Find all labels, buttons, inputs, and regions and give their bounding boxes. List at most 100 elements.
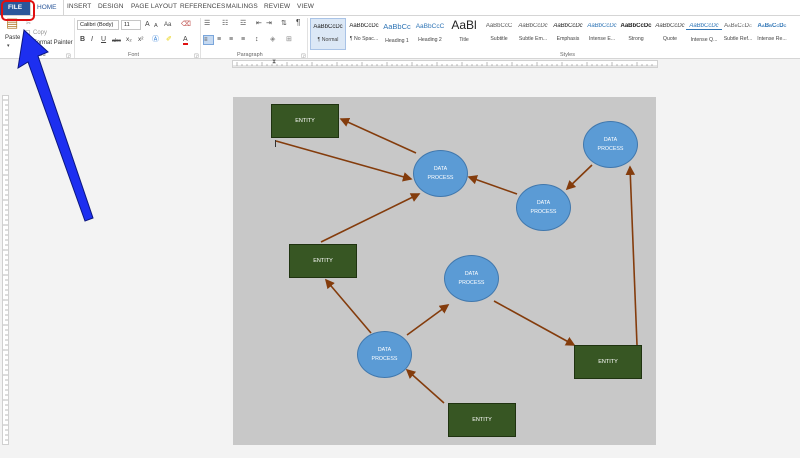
underline-button[interactable]: U	[101, 36, 107, 43]
strikethrough-button[interactable]: abc	[112, 38, 121, 44]
shrink-font-icon[interactable]: A	[154, 23, 158, 29]
horizontal-ruler[interactable]: ⧗	[232, 59, 658, 68]
entity-box[interactable]: ENTITY	[289, 244, 357, 278]
style-heading-1[interactable]: AaBbCc Heading 1	[379, 18, 415, 50]
borders-icon[interactable]: ⊞	[286, 36, 292, 43]
style-name: Strong	[628, 36, 644, 42]
format-painter-button[interactable]: Format Painter	[33, 40, 73, 46]
ribbon-tab-bar: FILE HOME INSERT DESIGN PAGE LAYOUT REFE…	[0, 0, 800, 15]
vertical-ruler[interactable]	[2, 95, 9, 445]
increase-indent-icon[interactable]: ⇥	[266, 20, 272, 27]
style-strong[interactable]: AaBbCcDc Strong	[618, 18, 654, 50]
cut-icon[interactable]: ✂	[26, 21, 32, 27]
multilevel-list-icon[interactable]: ☲	[240, 20, 247, 27]
style-name: Heading 1	[385, 38, 409, 44]
italic-button[interactable]: I	[91, 36, 93, 43]
entity-box[interactable]: ENTITY	[574, 345, 642, 379]
tab-home[interactable]: HOME	[30, 0, 64, 15]
style-name: Subtle Em...	[518, 36, 548, 42]
grow-font-icon[interactable]: A	[145, 21, 150, 28]
tab-view[interactable]: VIEW	[297, 3, 315, 10]
style-quote[interactable]: AaBbCcDc Quote	[652, 18, 688, 50]
style-name: Subtle Ref...	[723, 36, 753, 42]
process-circle[interactable]: DATA PROCESS	[583, 121, 638, 168]
flow-arrow	[565, 164, 593, 191]
entity-box[interactable]: ENTITY	[271, 104, 339, 138]
tab-design[interactable]: DESIGN	[98, 3, 124, 10]
highlight-color-icon[interactable]: ✐	[166, 36, 172, 43]
line-spacing-icon[interactable]: ↕	[255, 36, 259, 43]
style-name: Subtitle	[490, 36, 508, 42]
decrease-indent-icon[interactable]: ⇤	[256, 20, 262, 27]
indent-marker-icon[interactable]: ⧗	[272, 59, 277, 65]
font-color-button[interactable]: A	[183, 36, 188, 45]
style-subtle-emphasis[interactable]: AaBbCcDc Subtle Em...	[515, 18, 551, 50]
flow-arrow	[405, 368, 445, 404]
style-sample: AaBbCcC	[415, 23, 445, 30]
style-emphasis[interactable]: AaBbCcDc Emphasis	[550, 18, 586, 50]
process-circle[interactable]: DATA PROCESS	[516, 184, 571, 231]
styles-group-label: Styles	[560, 52, 575, 58]
shading-icon[interactable]: ◈	[270, 36, 276, 43]
tab-mailings[interactable]: MAILINGS	[226, 3, 258, 10]
style-sample: AaBbCcDc	[587, 23, 617, 29]
superscript-button[interactable]: x²	[138, 36, 144, 43]
style-intense-emphasis[interactable]: AaBbCcDc Intense E...	[584, 18, 620, 50]
text-cursor	[275, 140, 276, 147]
style-name: Intense E...	[588, 36, 616, 42]
style-name: Heading 2	[418, 37, 442, 43]
ribbon-home: ▤ Paste ▾ ✂ ❐ Copy ✎ Format Painter Clip…	[0, 15, 800, 59]
paragraph-dialog-launcher-icon[interactable]: ◲	[301, 53, 306, 59]
sort-icon[interactable]: ⇅	[281, 20, 287, 27]
flow-arrow	[625, 165, 638, 346]
style-subtle-reference[interactable]: AaBbCcDc Subtle Ref...	[720, 18, 756, 50]
style-title[interactable]: AaBl Title	[446, 18, 482, 50]
paste-button[interactable]: Paste	[5, 35, 21, 41]
numbering-icon[interactable]: ☷	[222, 20, 229, 27]
style-sample: AaBbCcDc	[686, 23, 722, 30]
style-sample: AaBbCcDc	[553, 23, 583, 29]
justify-icon[interactable]: ≡	[241, 36, 246, 43]
style-sample: AaBbCcDc	[349, 23, 379, 29]
font-size-box[interactable]: 11	[121, 20, 141, 30]
clipboard-dialog-launcher-icon[interactable]: ◲	[66, 53, 71, 59]
align-center-icon[interactable]: ≡	[217, 36, 222, 43]
process-circle[interactable]: DATA PROCESS	[413, 150, 468, 197]
entity-label: ENTITY	[295, 118, 315, 124]
process-circle[interactable]: DATA PROCESS	[444, 255, 499, 302]
paste-dropdown-icon[interactable]: ▾	[7, 43, 10, 49]
copy-button[interactable]: Copy	[33, 30, 48, 36]
tab-insert[interactable]: INSERT	[67, 3, 92, 10]
style-no-spacing[interactable]: AaBbCcDc ¶ No Spac...	[346, 18, 382, 50]
font-dialog-launcher-icon[interactable]: ◲	[194, 53, 199, 59]
show-marks-button[interactable]: ¶	[296, 18, 301, 27]
entity-box[interactable]: ENTITY	[448, 403, 516, 437]
style-name: Emphasis	[556, 36, 580, 42]
tab-file[interactable]: FILE	[0, 0, 30, 15]
align-left-icon[interactable]: ≡	[203, 35, 214, 45]
clear-formatting-icon[interactable]: ⌫	[181, 21, 191, 28]
group-separator	[307, 18, 308, 58]
style-intense-quote[interactable]: AaBbCcDc Intense Q...	[686, 18, 722, 50]
style-name: ¶ Normal	[317, 37, 339, 43]
style-sample: AaBbCcDc	[620, 23, 652, 29]
change-case-icon[interactable]: Aa	[164, 22, 172, 28]
style-sample: AaBbCcDc	[313, 24, 343, 30]
font-group-label: Font	[128, 52, 140, 58]
tab-references[interactable]: REFERENCES	[180, 3, 226, 10]
style-intense-reference[interactable]: AaBbCcDc Intense Re...	[754, 18, 790, 50]
tab-review[interactable]: REVIEW	[264, 3, 291, 10]
text-effects-icon[interactable]: Ⓐ	[152, 36, 159, 43]
style-sample: AaBbCcDc	[757, 23, 787, 29]
process-circle[interactable]: DATA PROCESS	[357, 331, 412, 378]
subscript-button[interactable]: x₂	[126, 36, 132, 43]
tab-page-layout[interactable]: PAGE LAYOUT	[131, 3, 178, 10]
style-normal[interactable]: AaBbCcDc ¶ Normal	[310, 18, 346, 50]
align-right-icon[interactable]: ≡	[229, 36, 234, 43]
style-heading-2[interactable]: AaBbCcC Heading 2	[412, 18, 448, 50]
bullets-icon[interactable]: ☰	[204, 20, 211, 27]
bold-button[interactable]: B	[80, 36, 86, 43]
style-subtitle[interactable]: AaBbCcC Subtitle	[481, 18, 517, 50]
font-name-box[interactable]: Calibri (Body)	[77, 20, 119, 30]
flow-arrow	[324, 278, 372, 334]
